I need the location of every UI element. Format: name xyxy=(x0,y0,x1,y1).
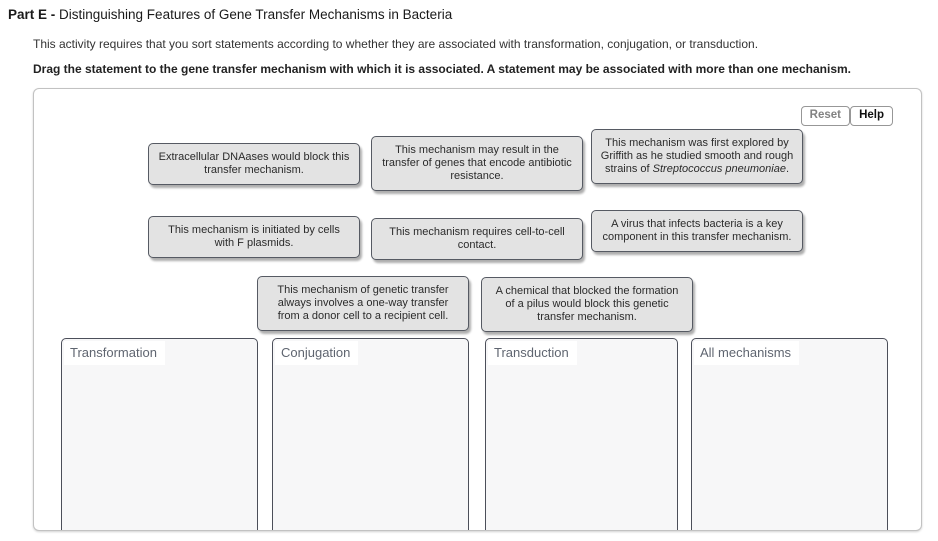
activity-panel: Reset Help Extracellular DNAases would b… xyxy=(33,88,922,531)
statement-text-italic: Streptococcus pneumoniae xyxy=(652,163,786,175)
statement-card[interactable]: This mechanism of genetic transfer alway… xyxy=(257,276,469,331)
bin-label: Transformation xyxy=(64,341,165,365)
activity-description: This activity requires that you sort sta… xyxy=(33,37,759,51)
part-title-text: Distinguishing Features of Gene Transfer… xyxy=(59,7,453,22)
bin-all-mechanisms[interactable]: All mechanisms xyxy=(691,338,888,530)
statement-card-text: This mechanism was first explored by Gri… xyxy=(600,137,794,176)
statement-card[interactable]: A virus that infects bacteria is a key c… xyxy=(591,210,803,252)
statement-card[interactable]: A chemical that blocked the formation of… xyxy=(481,277,693,332)
bin-conjugation[interactable]: Conjugation xyxy=(272,338,469,530)
statement-text-plain: This mechanism was first explored by Gri… xyxy=(600,137,794,175)
statement-card[interactable]: This mechanism was first explored by Gri… xyxy=(591,129,803,184)
part-label: Part E - xyxy=(8,7,60,22)
bin-label: Transduction xyxy=(488,341,577,365)
statement-card[interactable]: This mechanism requires cell-to-cell con… xyxy=(371,218,583,260)
help-button[interactable]: Help xyxy=(850,106,893,126)
bin-label: Conjugation xyxy=(275,341,359,365)
bin-transduction[interactable]: Transduction xyxy=(485,338,678,530)
reset-button[interactable]: Reset xyxy=(800,106,850,126)
drag-instruction: Drag the statement to the gene transfer … xyxy=(33,62,851,76)
statement-card[interactable]: This mechanism is initiated by cells wit… xyxy=(148,216,360,258)
statement-card[interactable]: Extracellular DNAases would block this t… xyxy=(148,143,360,185)
bin-label: All mechanisms xyxy=(694,341,800,365)
statement-text-plain: . xyxy=(785,163,790,175)
bin-transformation[interactable]: Transformation xyxy=(61,338,258,530)
page-title: Part E - Distinguishing Features of Gene… xyxy=(8,7,452,22)
statement-card[interactable]: This mechanism may result in the transfe… xyxy=(371,136,583,191)
